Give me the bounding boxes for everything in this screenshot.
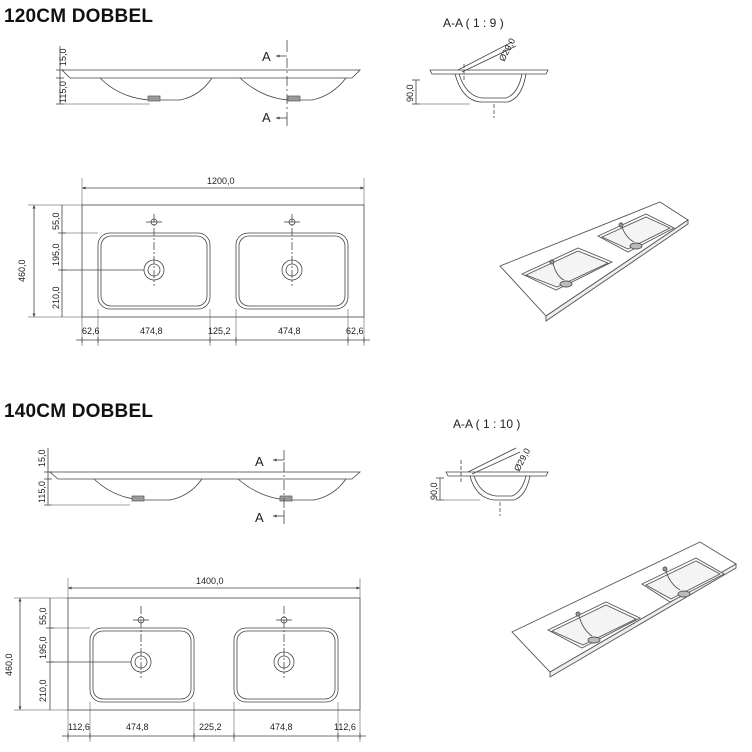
section-height-dim-120: 90,0 — [405, 84, 415, 102]
plan-width-dim-140: 1400,0 — [196, 576, 224, 586]
plan-horizontal-dim-140-2: 225,2 — [199, 722, 222, 732]
plan-horizontal-dim-120-3: 474,8 — [278, 326, 301, 336]
section-view-140 — [436, 447, 549, 516]
plan-vertical-dim-140-1: 195,0 — [38, 636, 48, 659]
plan-horizontal-dim-140-3: 474,8 — [270, 722, 293, 732]
section-title-120: A-A ( 1 : 9 ) — [443, 16, 504, 30]
plan-vertical-dim-120-0: 55,0 — [51, 212, 61, 230]
side-elevation-140 — [44, 448, 362, 524]
plan-depth-dim-120: 460,0 — [17, 259, 27, 282]
plan-horizontal-dim-140-0: 112,6 — [68, 722, 90, 732]
side-top-dim-140: 15,0 — [37, 449, 47, 467]
plan-view-120 — [28, 178, 370, 346]
section-marker-bottom-140: A — [255, 510, 264, 525]
section-marker-top-140: A — [255, 454, 264, 469]
plan-horizontal-dim-120-1: 474,8 — [140, 326, 163, 336]
side-bottom-dim-140: 115,0 — [37, 481, 47, 503]
isometric-view-120 — [499, 201, 689, 322]
side-top-dim-120: 15,0 — [58, 48, 68, 66]
side-elevation-120 — [56, 40, 361, 126]
plan-horizontal-dim-120-2: 125,2 — [208, 326, 231, 336]
plan-width-dim-120: 1200,0 — [207, 176, 235, 186]
section-diameter-dim-120: Ø29,0 — [497, 37, 517, 63]
plan-horizontal-dim-140-1: 474,8 — [126, 722, 149, 732]
section-height-dim-140: 90,0 — [429, 482, 439, 500]
plan-vertical-dim-120-2: 210,0 — [51, 286, 61, 309]
section-title-140: A-A ( 1 : 10 ) — [453, 417, 520, 431]
plan-view-140 — [14, 578, 366, 742]
plan-vertical-dim-120-1: 195,0 — [51, 243, 61, 266]
plan-depth-dim-140: 460,0 — [4, 653, 14, 676]
section-view-120 — [412, 41, 549, 118]
side-bottom-dim-120: 115,0 — [58, 81, 68, 103]
isometric-view-140 — [511, 541, 737, 678]
drawing-title-140: 140CM DOBBEL — [4, 401, 154, 422]
section-diameter-dim-140: Ø29,0 — [512, 447, 532, 473]
plan-vertical-dim-140-2: 210,0 — [38, 679, 48, 702]
section-marker-bottom-120: A — [262, 110, 271, 125]
plan-horizontal-dim-120-0: 62,6 — [82, 326, 100, 336]
plan-horizontal-dim-140-4: 112,6 — [334, 722, 356, 732]
plan-vertical-dim-140-0: 55,0 — [38, 607, 48, 625]
plan-horizontal-dim-120-4: 62,6 — [346, 326, 364, 336]
section-marker-top-120: A — [262, 49, 271, 64]
drawing-title-120: 120CM DOBBEL — [4, 6, 154, 27]
